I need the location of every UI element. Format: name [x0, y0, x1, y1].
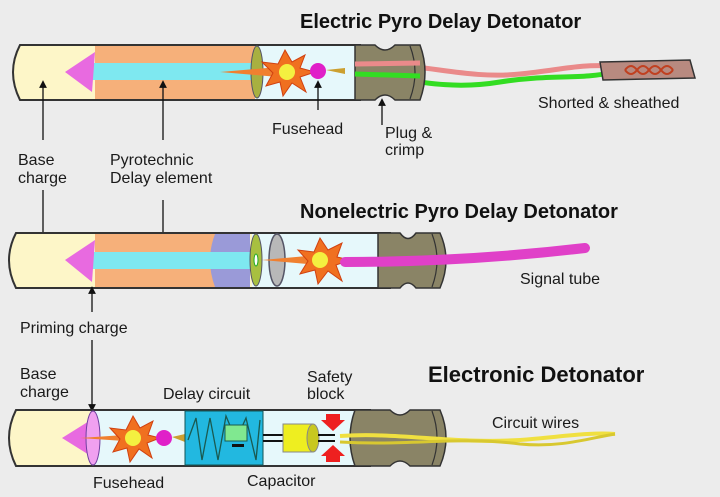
electronic-detonator: Electronic Detonator Base charge Delay c… [8, 340, 645, 492]
label-fusehead-bottom: Fusehead [93, 475, 164, 492]
label-delay-circuit: Delay circuit [163, 386, 251, 403]
electric-detonator: Electric Pyro Delay Detonator F [12, 11, 696, 187]
label-base2-line1: Base [20, 366, 57, 383]
shorted-sheath [599, 59, 696, 81]
title-nonelectric: Nonelectric Pyro Delay Detonator [300, 201, 618, 223]
label-plug-line1: Plug & [385, 125, 432, 142]
label-priming: Priming charge [20, 320, 128, 337]
delay-circuit [184, 410, 264, 466]
safety-block [321, 414, 345, 462]
label-circuit-wires: Circuit wires [492, 415, 579, 432]
label-base-line1: Base [18, 152, 55, 169]
label-shorted: Shorted & sheathed [538, 95, 679, 112]
label-fusehead-top: Fusehead [272, 121, 343, 138]
nonelectric-detonator: Nonelectric Pyro Delay Detonator Signal … [8, 190, 618, 337]
plug-crimp [354, 44, 426, 101]
capacitor [282, 423, 320, 453]
priming-charge [65, 52, 95, 92]
label-safety-line2: block [307, 386, 345, 403]
signal-tube [340, 243, 590, 267]
label-pyro-line1: Pyrotechnic [110, 152, 194, 169]
delay-core [90, 252, 250, 269]
label-safety-line1: Safety [307, 369, 352, 386]
title-electronic: Electronic Detonator [428, 362, 645, 387]
circuit-wires [339, 431, 616, 443]
title-electric: Electric Pyro Delay Detonator [300, 11, 581, 33]
delay-core [90, 63, 255, 80]
label-capacitor: Capacitor [247, 473, 316, 490]
label-plug-line2: crimp [385, 142, 424, 159]
label-pyro-line2: Delay element [110, 170, 213, 187]
fusehead [310, 63, 326, 79]
label-base-line2: charge [18, 170, 67, 187]
fusehead [156, 430, 172, 446]
label-signal-tube: Signal tube [520, 271, 600, 288]
label-base2-line2: charge [20, 384, 69, 401]
priming-charge [65, 240, 95, 282]
